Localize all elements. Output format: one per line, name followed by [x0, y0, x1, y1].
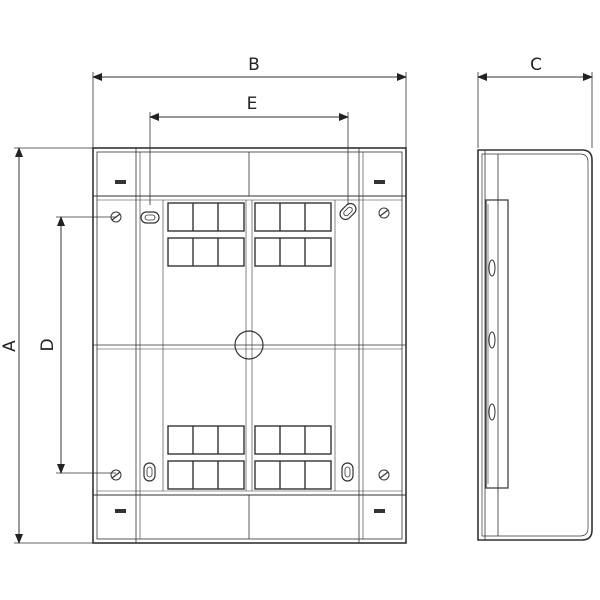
module-row-top-2	[167, 237, 332, 267]
dimension-b: B	[92, 55, 407, 148]
dimension-label-c: C	[530, 55, 542, 75]
front-view	[92, 147, 407, 544]
screw-icon	[110, 469, 122, 481]
screw-icon	[110, 211, 122, 223]
side-knockout	[488, 331, 496, 349]
dimension-label-b: B	[248, 55, 260, 75]
corner-slot	[374, 180, 385, 184]
dimension-d: D	[38, 216, 116, 474]
module-row-bottom-1	[167, 425, 332, 455]
screw-icon	[378, 469, 390, 481]
front-outer-frame	[92, 147, 407, 544]
corner-slot	[115, 509, 126, 513]
mounting-slot-hole	[143, 462, 156, 482]
side-knockout	[488, 259, 496, 277]
mounting-slot-hole	[341, 462, 354, 482]
dimension-label-a: A	[0, 340, 20, 352]
module-row-bottom-2	[167, 460, 332, 490]
dimension-c: C	[477, 55, 593, 148]
mounting-slot-hole	[339, 202, 357, 221]
side-hinge-plate	[485, 199, 509, 489]
center-knockout-hole	[234, 330, 264, 360]
side-body-outline	[477, 149, 593, 541]
dimension-label-d: D	[38, 338, 58, 351]
screw-icon	[378, 207, 390, 219]
mounting-slot-hole	[140, 211, 160, 224]
corner-slot	[374, 509, 385, 513]
side-knockout	[488, 403, 496, 421]
dimension-a: A	[0, 147, 93, 544]
front-inner-frame	[96, 151, 403, 540]
side-view	[477, 149, 593, 541]
dimension-e: E	[149, 94, 349, 205]
module-row-top-1	[167, 202, 332, 232]
corner-slot	[115, 180, 126, 184]
dimension-label-e: E	[247, 94, 258, 114]
